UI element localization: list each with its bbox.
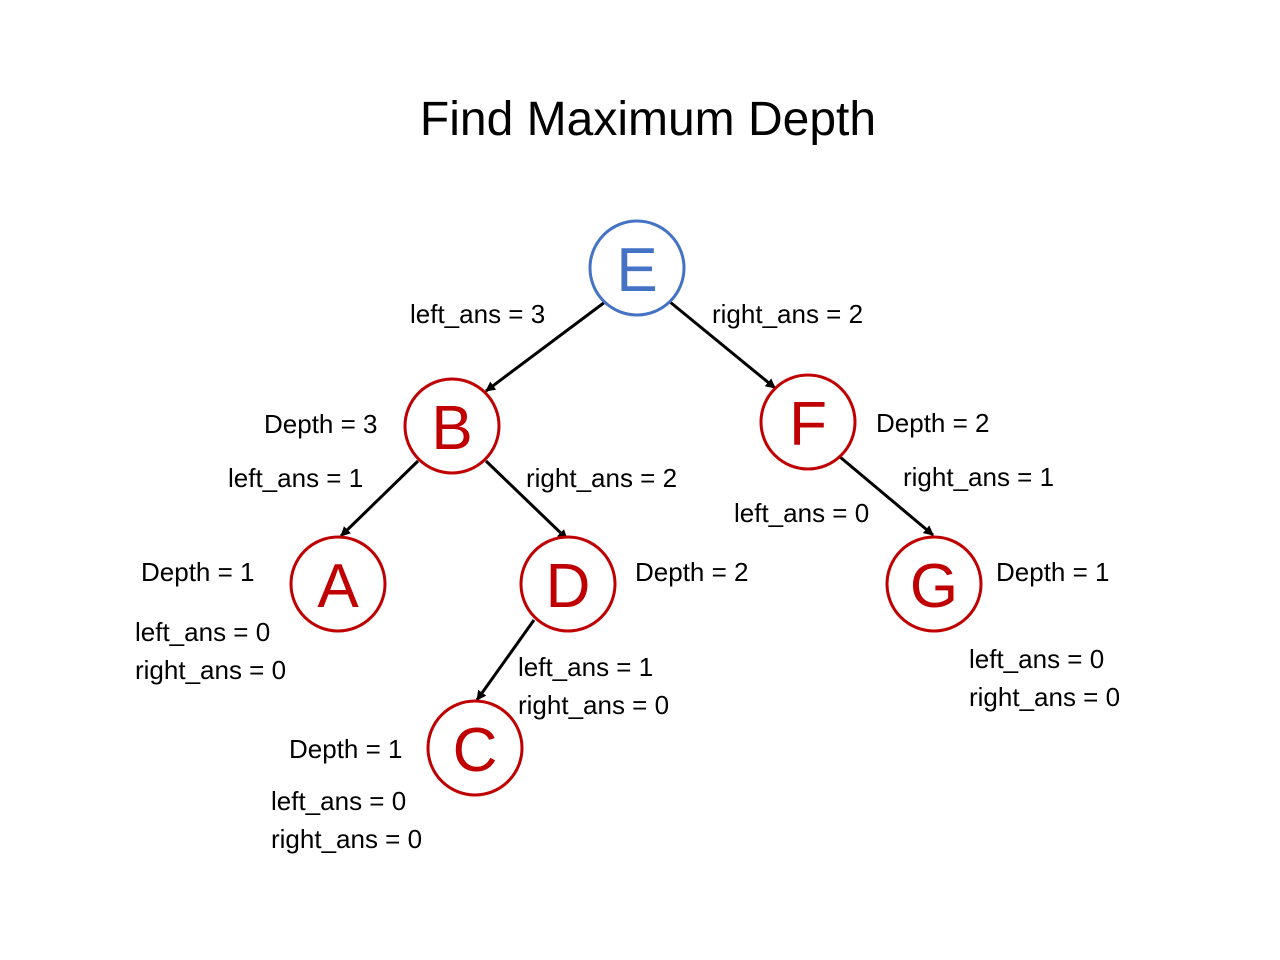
d-depth-label: Depth = 2 [635, 557, 748, 587]
node-letter-g: G [910, 552, 958, 621]
g-right-ans-label: right_ans = 0 [969, 682, 1120, 712]
g-left-ans-label: left_ans = 0 [969, 644, 1104, 674]
node-letter-e: E [616, 236, 657, 305]
root-right-ans-label: right_ans = 2 [712, 299, 863, 329]
f-depth-label: Depth = 2 [876, 408, 989, 438]
a-left-ans-label: left_ans = 0 [135, 617, 270, 647]
c-left-ans-label: left_ans = 0 [271, 786, 406, 816]
a-right-ans-label: right_ans = 0 [135, 655, 286, 685]
node-circle-e [588, 219, 686, 317]
node-circle-f [759, 373, 857, 471]
node-letter-f: F [789, 390, 827, 459]
tree-node-g: G [885, 535, 983, 633]
b-depth-label: Depth = 3 [264, 409, 377, 439]
f-left-ans-label: left_ans = 0 [734, 498, 869, 528]
node-circle-g [885, 535, 983, 633]
edge-b-d [484, 459, 569, 541]
node-circle-b [403, 377, 501, 475]
edge-e-f [669, 300, 776, 390]
d-left-ans-label: left_ans = 1 [518, 652, 653, 682]
tree-node-b: B [403, 377, 501, 475]
tree-node-f: F [759, 373, 857, 471]
node-letter-c: C [453, 716, 498, 785]
d-right-ans-label: right_ans = 0 [518, 690, 669, 720]
tree-node-c: C [426, 699, 524, 797]
node-letter-b: B [431, 394, 472, 463]
root-left-ans-label: left_ans = 3 [410, 299, 545, 329]
edges [339, 300, 934, 701]
node-circle-d [519, 535, 617, 633]
tree-node-e: E [588, 219, 686, 317]
page-title: Find Maximum Depth [420, 93, 876, 146]
b-right-ans-label: right_ans = 2 [526, 463, 677, 493]
node-circle-a [289, 535, 387, 633]
tree-node-a: A [289, 535, 387, 633]
node-circle-c [426, 699, 524, 797]
node-letter-d: D [546, 552, 591, 621]
tree-node-d: D [519, 535, 617, 633]
edge-e-b [485, 300, 606, 393]
f-right-ans-label: right_ans = 1 [903, 462, 1054, 492]
edge-d-c [475, 619, 536, 701]
a-depth-label: Depth = 1 [141, 557, 254, 587]
g-depth-label: Depth = 1 [996, 557, 1109, 587]
c-right-ans-label: right_ans = 0 [271, 824, 422, 854]
b-left-ans-label: left_ans = 1 [228, 463, 363, 493]
edge-f-g [839, 455, 934, 537]
edge-b-a [339, 459, 420, 538]
node-letter-a: A [317, 552, 359, 621]
c-depth-label: Depth = 1 [289, 734, 402, 764]
